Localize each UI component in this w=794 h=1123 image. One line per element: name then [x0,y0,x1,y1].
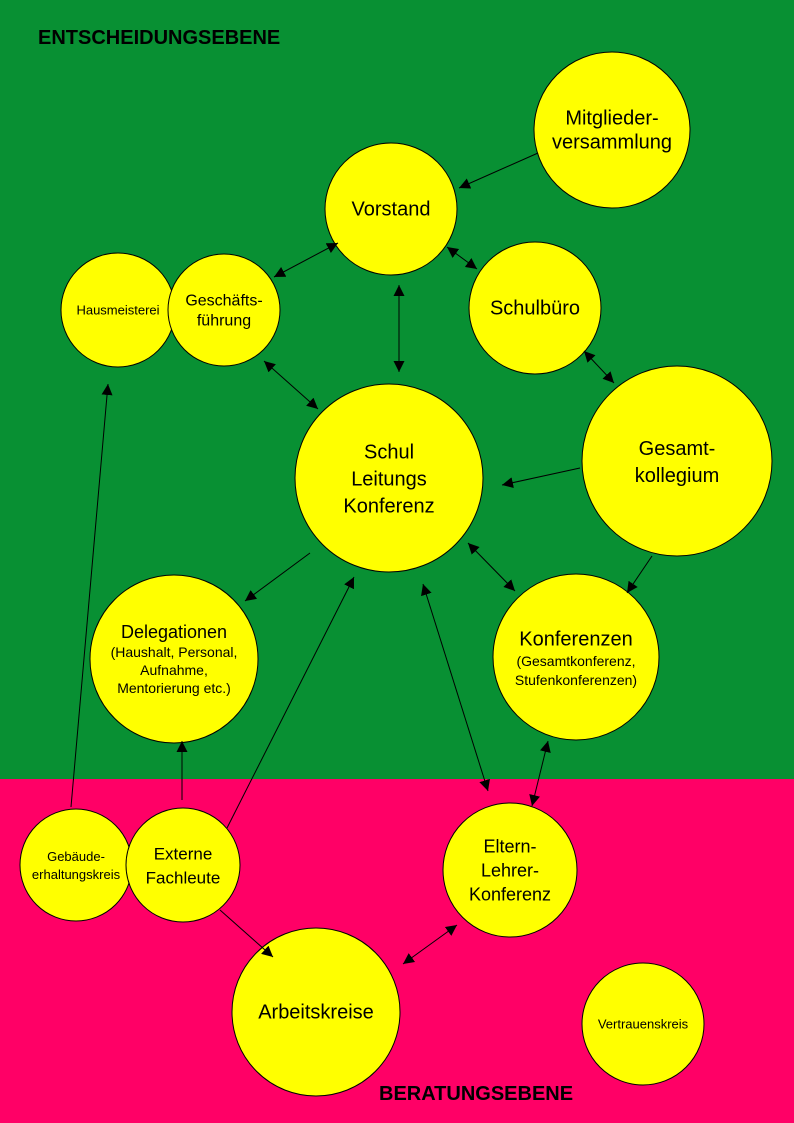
schulleitungskonferenz-label: Schul [364,442,414,464]
delegationen-label: Mentorierung etc.) [117,680,231,696]
connector-arrow [501,467,581,489]
eltern-lehrer-konferenz-label: Eltern- [483,837,536,857]
connector-arrow [244,552,311,602]
connector-arrow [421,583,490,792]
gebaeudeerhaltungskreis-label: erhaltungskreis [32,867,121,882]
decision-level-label: ENTSCHEIDUNGSEBENE [38,27,281,49]
connector-arrow [219,909,274,958]
vorstand-label: Vorstand [352,199,431,221]
vertrauenskreis-node [581,962,705,1086]
delegationen-label: (Haushalt, Personal, [111,644,238,660]
eltern-lehrer-konferenz-label: Konferenz [469,885,551,905]
delegationen-label: Delegationen [121,622,227,642]
connector-arrow [263,360,319,410]
vorstand-node [324,142,458,276]
mitgliederversammlung-label: Mitglieder- [565,108,658,130]
eltern-lehrer-konferenz-label: Lehrer- [481,861,539,881]
externe-fachleute-node [125,807,241,923]
mitgliederversammlung-node [533,51,691,209]
schulleitungskonferenz-label: Leitungs [351,469,427,491]
konferenzen-label: (Gesamtkonferenz, [516,653,635,669]
connector-arrow [226,576,355,829]
connector-arrow [273,242,339,278]
hausmeisterei-label: Hausmeisterei [76,302,159,317]
schulleitungskonferenz-label: Konferenz [343,496,434,518]
schulbuero-node [468,241,602,375]
gesamtkollegium-label: kollegium [635,465,719,487]
connector-arrow [458,152,539,189]
connector-arrow [446,246,478,270]
advisory-level-label: BERATUNGSEBENE [379,1083,574,1105]
connector-arrow [529,740,551,807]
geschaeftsfuehrung-label: führung [197,313,251,330]
connector-arrow [626,555,653,594]
schulleitungskonferenz-node [294,383,484,573]
arbeitskreise-node [231,927,401,1097]
connector-arrow [402,924,458,965]
connector-arrow [583,350,615,384]
connector-arrow [70,383,113,808]
arbeitskreise-label: Arbeitskreise [258,1002,374,1024]
connector-arrow [467,542,516,592]
delegationen-label: Aufnahme, [140,662,208,678]
konferenzen-node [492,573,660,741]
konferenzen-label: Konferenzen [519,628,632,650]
konferenzen-label: Stufenkonferenzen) [515,672,637,688]
gesamtkollegium-label: Gesamt- [639,438,716,460]
schulbuero-label: Schulbüro [490,298,580,320]
gebaeudeerhaltungskreis-node [19,808,133,922]
mitgliederversammlung-label: versammlung [552,132,672,154]
gesamtkollegium-node [581,365,773,557]
geschaeftsfuehrung-label: Geschäfts- [185,293,262,310]
externe-fachleute-label: Externe [154,845,213,864]
geschaeftsfuehrung-node [167,253,281,367]
externe-fachleute-label: Fachleute [146,869,221,888]
eltern-lehrer-konferenz-node [442,802,578,938]
delegationen-node [89,574,259,744]
gebaeudeerhaltungskreis-label: Gebäude- [47,849,105,864]
vertrauenskreis-label: Vertrauenskreis [598,1016,689,1031]
